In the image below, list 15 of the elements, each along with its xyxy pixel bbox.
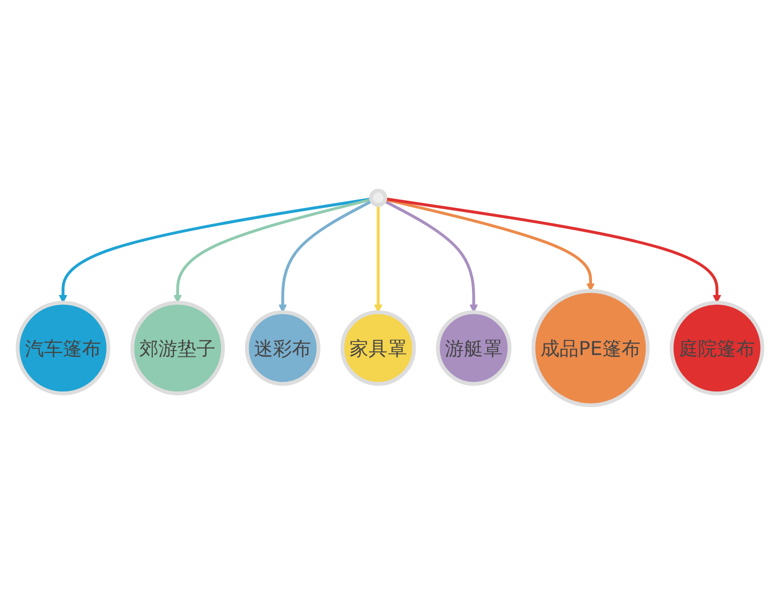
arrow [384, 199, 478, 312]
node-circle: 游艇罩 [436, 310, 512, 386]
arrow [278, 199, 373, 312]
node-circle: 庭院篷布 [670, 300, 764, 395]
node-circle: 成品PE篷布 [532, 288, 650, 407]
arrow [173, 198, 372, 303]
arrow [374, 204, 382, 312]
node-circle: 郊游垫子 [130, 300, 225, 395]
node-circle: 汽车篷布 [16, 300, 110, 395]
node-circle: 迷彩布 [244, 310, 320, 386]
arrow [385, 196, 722, 303]
arrow [384, 198, 595, 291]
node-circle: 家具罩 [340, 310, 416, 386]
arrow [58, 197, 372, 303]
node-circle [369, 188, 388, 206]
